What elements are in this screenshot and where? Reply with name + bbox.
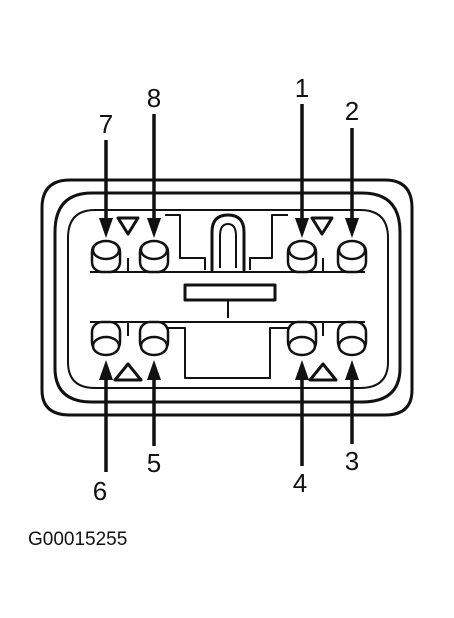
pin-1-terminal	[286, 239, 318, 274]
arrow-pin-5	[147, 360, 161, 446]
pin-label-2: 2	[345, 96, 359, 126]
figure-code: G00015255	[28, 529, 127, 550]
pin-label-5: 5	[147, 448, 161, 478]
arrow-pin-7	[99, 140, 113, 238]
pin-label-3: 3	[345, 446, 359, 476]
terminal-pins	[90, 239, 368, 357]
pin-3-terminal	[336, 320, 368, 357]
pin-label-1: 1	[295, 73, 309, 103]
pin-2-terminal	[336, 239, 368, 274]
pin-label-6: 6	[93, 476, 107, 506]
arrow-pin-4	[295, 360, 309, 466]
pin-8-terminal	[138, 239, 170, 274]
callout-arrows	[99, 104, 359, 472]
pin-4-terminal	[286, 320, 318, 357]
arrow-pin-1	[295, 104, 309, 238]
arrow-pin-2	[345, 128, 359, 238]
pin-label-4: 4	[293, 468, 307, 498]
pin-label-7: 7	[99, 109, 113, 139]
pin-7-terminal	[90, 239, 122, 274]
pin-label-8: 8	[147, 83, 161, 113]
arrow-pin-6	[99, 360, 113, 472]
connector-body	[40, 178, 414, 417]
pin-6-terminal	[90, 320, 122, 357]
pin-5-terminal	[138, 320, 170, 357]
pin-number-labels: 7 8 1 2 6 5 4 3	[93, 73, 359, 506]
arrow-pin-8	[147, 114, 161, 238]
arrow-pin-3	[345, 360, 359, 444]
